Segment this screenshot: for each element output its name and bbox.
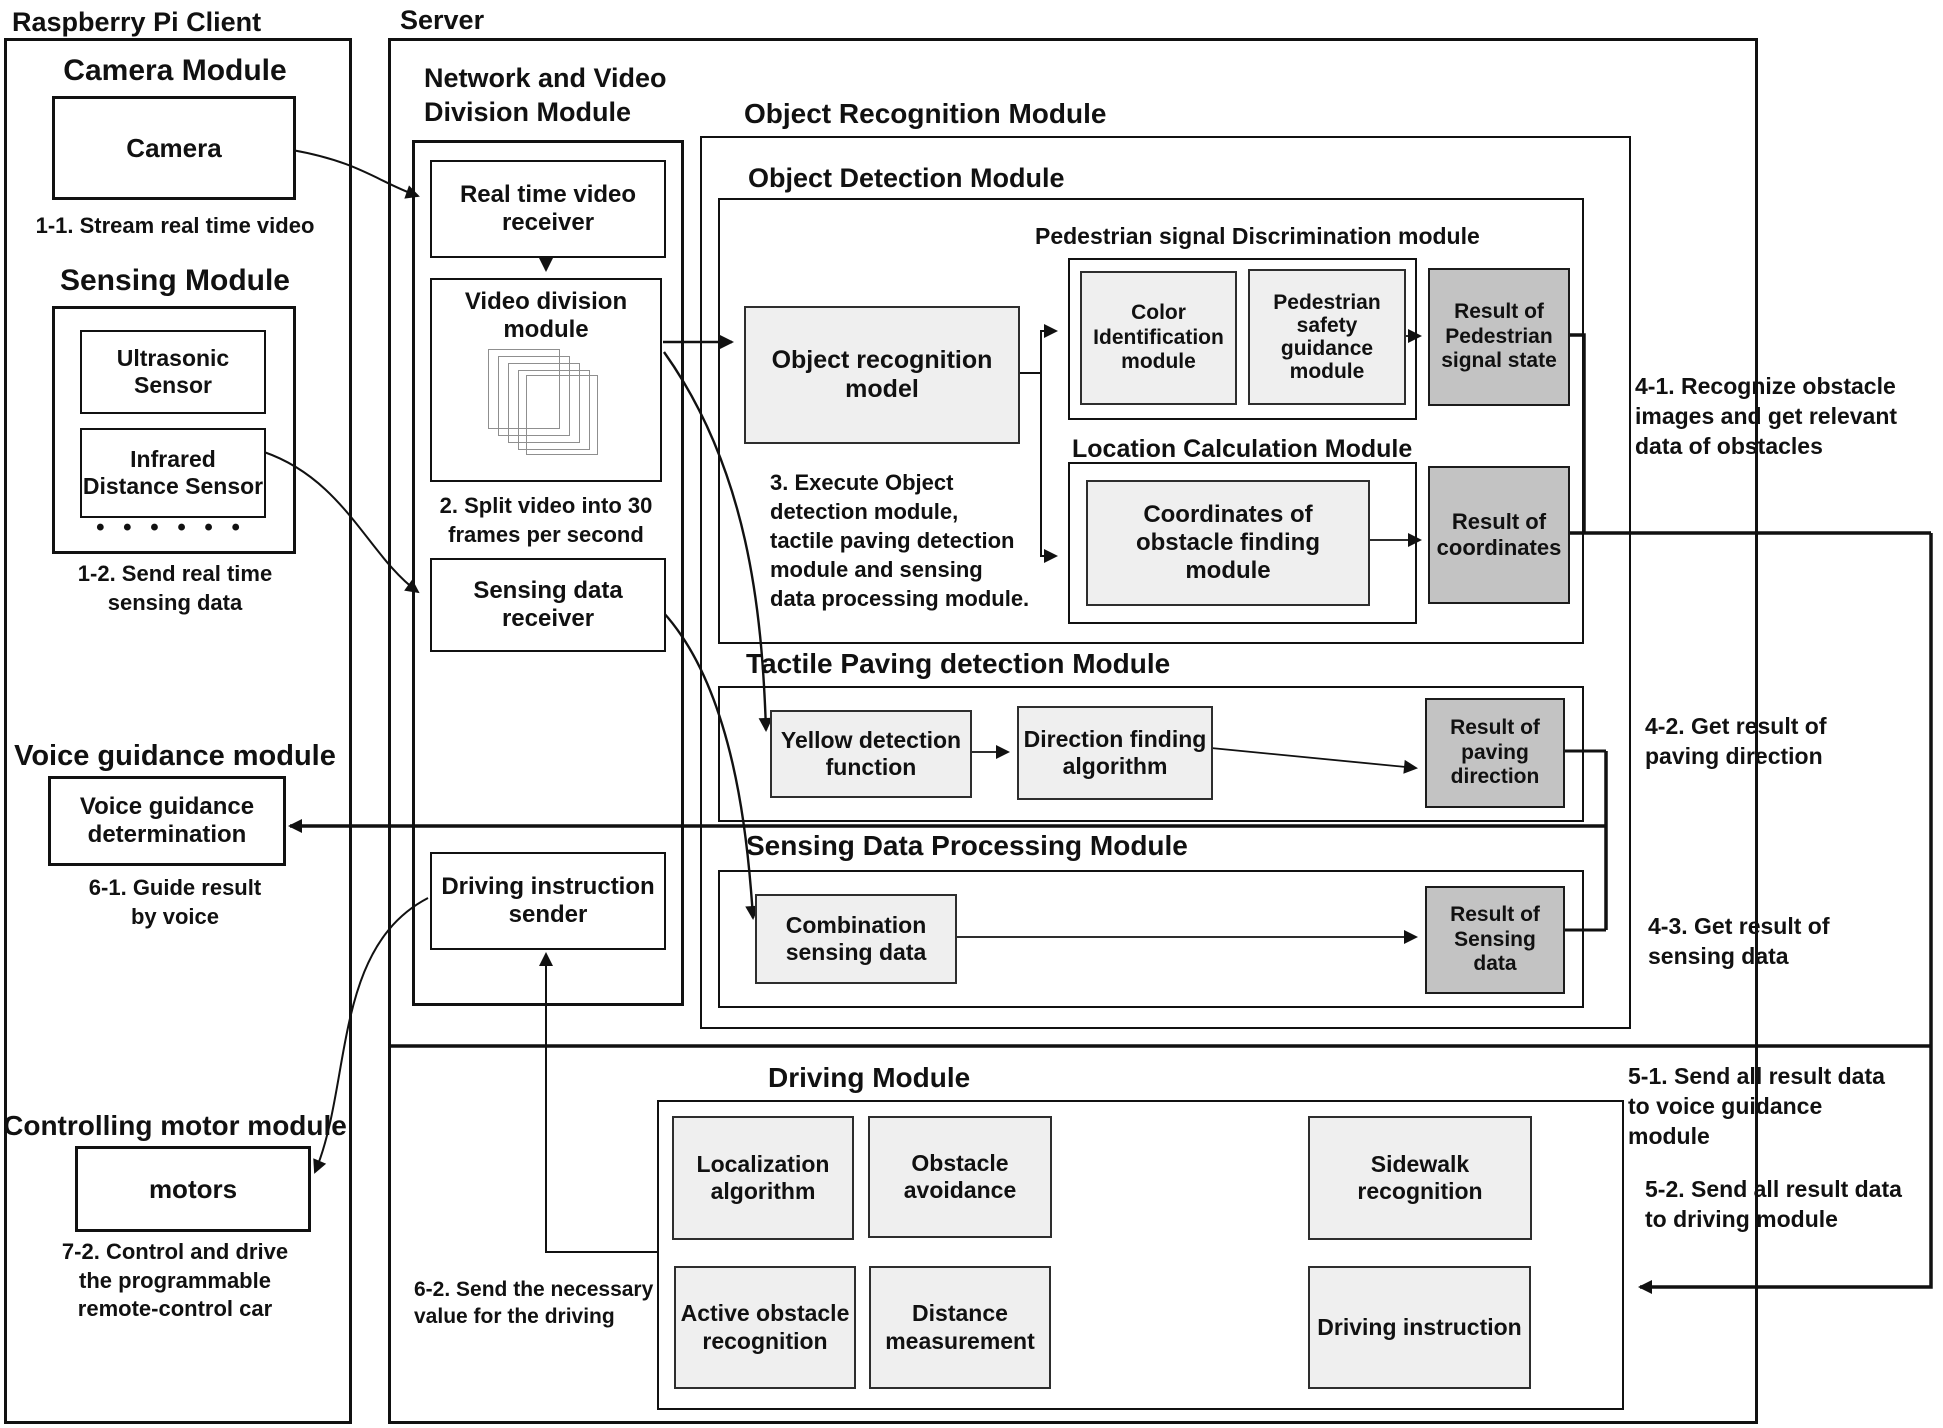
sdp-box — [718, 870, 1584, 1008]
obstacle-avoidance-box: Obstacle avoidance — [868, 1116, 1052, 1238]
note-7-2: 7-2. Control and drive the programmable … — [61, 1239, 289, 1322]
motors-box: motors — [75, 1146, 311, 1232]
distance-measurement-box: Distance measurement — [869, 1266, 1051, 1389]
driving-module-heading: Driving Module — [768, 1062, 971, 1093]
driving-instruction-sender-box: Driving instruction sender — [430, 852, 666, 950]
result-pedestrian-signal-box: Result of Pedestrian signal state — [1428, 268, 1570, 406]
note-1-2: 1-2. Send real time sensing data — [77, 561, 273, 615]
odm-heading: Object Detection Module — [748, 163, 1065, 193]
server-title: Server — [400, 5, 485, 35]
note-3: 3. Execute Object detection module, tact… — [770, 470, 1030, 612]
sensing-module-heading: Sensing Module — [59, 264, 290, 297]
camera-box: Camera — [52, 96, 296, 200]
client-title: Raspberry Pi Client — [12, 7, 262, 37]
video-division-module-box: Video division module — [430, 278, 662, 482]
combination-sensing-box: Combination sensing data — [755, 894, 957, 984]
color-identification-box: Color Identification module — [1080, 271, 1237, 405]
note-4-3: 4-3. Get result of sensing data — [1648, 913, 1830, 969]
active-obstacle-recognition-box: Active obstacle recognition — [674, 1266, 856, 1389]
note-6-2: 6-2. Send the necessary value for the dr… — [414, 1278, 654, 1329]
localization-algorithm-box: Localization algorithm — [672, 1116, 854, 1240]
pedestrian-safety-guidance-box: Pedestrian safety guidance module — [1248, 269, 1406, 405]
tpd-heading: Tactile Paving detection Module — [746, 648, 1171, 679]
sensing-data-receiver-box: Sensing data receiver — [430, 558, 666, 652]
orm-heading: Object Recognition Module — [744, 98, 1107, 129]
voice-guidance-determination-box: Voice guidance determination — [48, 776, 286, 866]
real-time-video-receiver-box: Real time video receiver — [430, 160, 666, 258]
driving-instruction-box: Driving instruction — [1308, 1266, 1531, 1389]
sidewalk-recognition-box: Sidewalk recognition — [1308, 1116, 1532, 1240]
note-6-1: 6-1. Guide result by voice — [88, 875, 262, 929]
video-frames-icon — [480, 348, 612, 455]
voice-module-heading: Voice guidance module — [14, 740, 336, 772]
coordinates-obstacle-box: Coordinates of obstacle finding module — [1086, 480, 1370, 606]
direction-finding-box: Direction finding algorithm — [1017, 706, 1213, 800]
ultrasonic-sensor-box: Ultrasonic Sensor — [80, 330, 266, 414]
infrared-sensor-box: Infrared Distance Sensor — [80, 428, 266, 518]
note-4-1: 4-1. Recognize obstacle images and get r… — [1635, 373, 1898, 459]
lc-heading: Location Calculation Module — [1072, 435, 1413, 463]
note-1-1: 1-1. Stream real time video — [35, 213, 315, 238]
driving-module-box — [657, 1100, 1624, 1410]
note-5-2: 5-2. Send all result data to driving mod… — [1645, 1176, 1902, 1232]
yellow-detection-box: Yellow detection function — [770, 710, 972, 798]
client-box — [4, 38, 352, 1424]
camera-module-heading: Camera Module — [63, 54, 287, 87]
video-division-module-label: Video division module — [464, 288, 628, 344]
result-paving-direction-box: Result of paving direction — [1425, 698, 1565, 808]
object-recognition-model-box: Object recognition model — [744, 306, 1020, 444]
nvd-heading: Network and Video Division Module — [424, 63, 667, 127]
result-sensing-data-box: Result of Sensing data — [1425, 886, 1565, 994]
sensor-ellipsis: • • • • • • — [96, 514, 246, 541]
sdp-heading: Sensing Data Processing Module — [746, 830, 1188, 861]
psd-heading: Pedestrian signal Discrimination module — [1035, 223, 1480, 249]
note-4-2: 4-2. Get result of paving direction — [1645, 713, 1827, 769]
note-2: 2. Split video into 30 frames per second — [439, 493, 653, 547]
result-coordinates-box: Result of coordinates — [1428, 466, 1570, 604]
note-5-1: 5-1. Send all result data to voice guida… — [1628, 1063, 1885, 1149]
motor-module-heading: Controlling motor module — [3, 1110, 347, 1141]
